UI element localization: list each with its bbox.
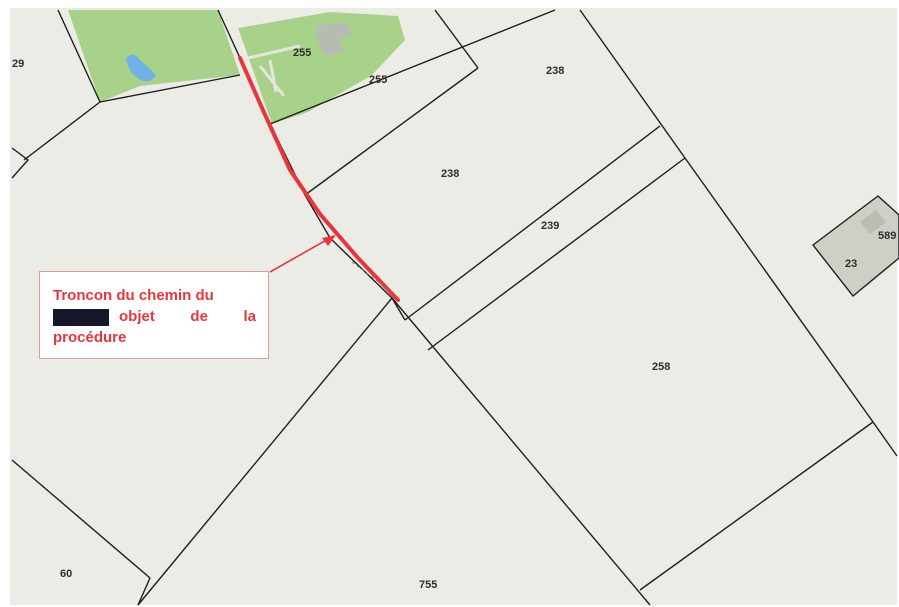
callout-arrow-head: [322, 235, 336, 246]
woodland-area-left: [68, 10, 240, 102]
callout-word-objet: objet: [119, 308, 155, 325]
callout-line-1: Troncon du chemin du: [53, 287, 214, 304]
parcel-boundaries: [11, 9, 898, 606]
parcel-label-23: 23: [845, 258, 857, 270]
pond: [126, 54, 156, 82]
parcel-label-258: 258: [652, 361, 670, 373]
woodland-area-right: [238, 12, 405, 124]
path-dashes: [351, 261, 393, 293]
parcel-label-239: 239: [541, 220, 559, 232]
redaction-box: [53, 308, 109, 326]
parcel-label-255-south: 255: [369, 74, 387, 86]
parcel-label-238-south: 238: [441, 168, 459, 180]
building-589-annex: [860, 210, 886, 234]
callout-word-la: la: [243, 308, 256, 325]
parcel-label-589: 589: [878, 230, 896, 242]
callout-word-de: de: [190, 308, 208, 325]
callout-line-2: objet de la: [53, 306, 256, 327]
building-255: [316, 22, 352, 56]
callout-line-2-left: objet: [53, 306, 155, 327]
callout-arrow-line: [269, 237, 331, 273]
path-segment-highlight: [238, 56, 400, 302]
access-lane: [247, 44, 301, 97]
callout-line-3: procédure: [53, 329, 127, 346]
parcel-label-60: 60: [60, 568, 72, 580]
parcel-label-755: 755: [419, 579, 437, 591]
parcel-label-255-north: 255: [293, 47, 311, 59]
parcel-label-238-north: 238: [546, 65, 564, 77]
parcel-label-29: 29: [12, 58, 24, 70]
procedure-callout: Troncon du chemin du objet de la procédu…: [39, 271, 269, 359]
